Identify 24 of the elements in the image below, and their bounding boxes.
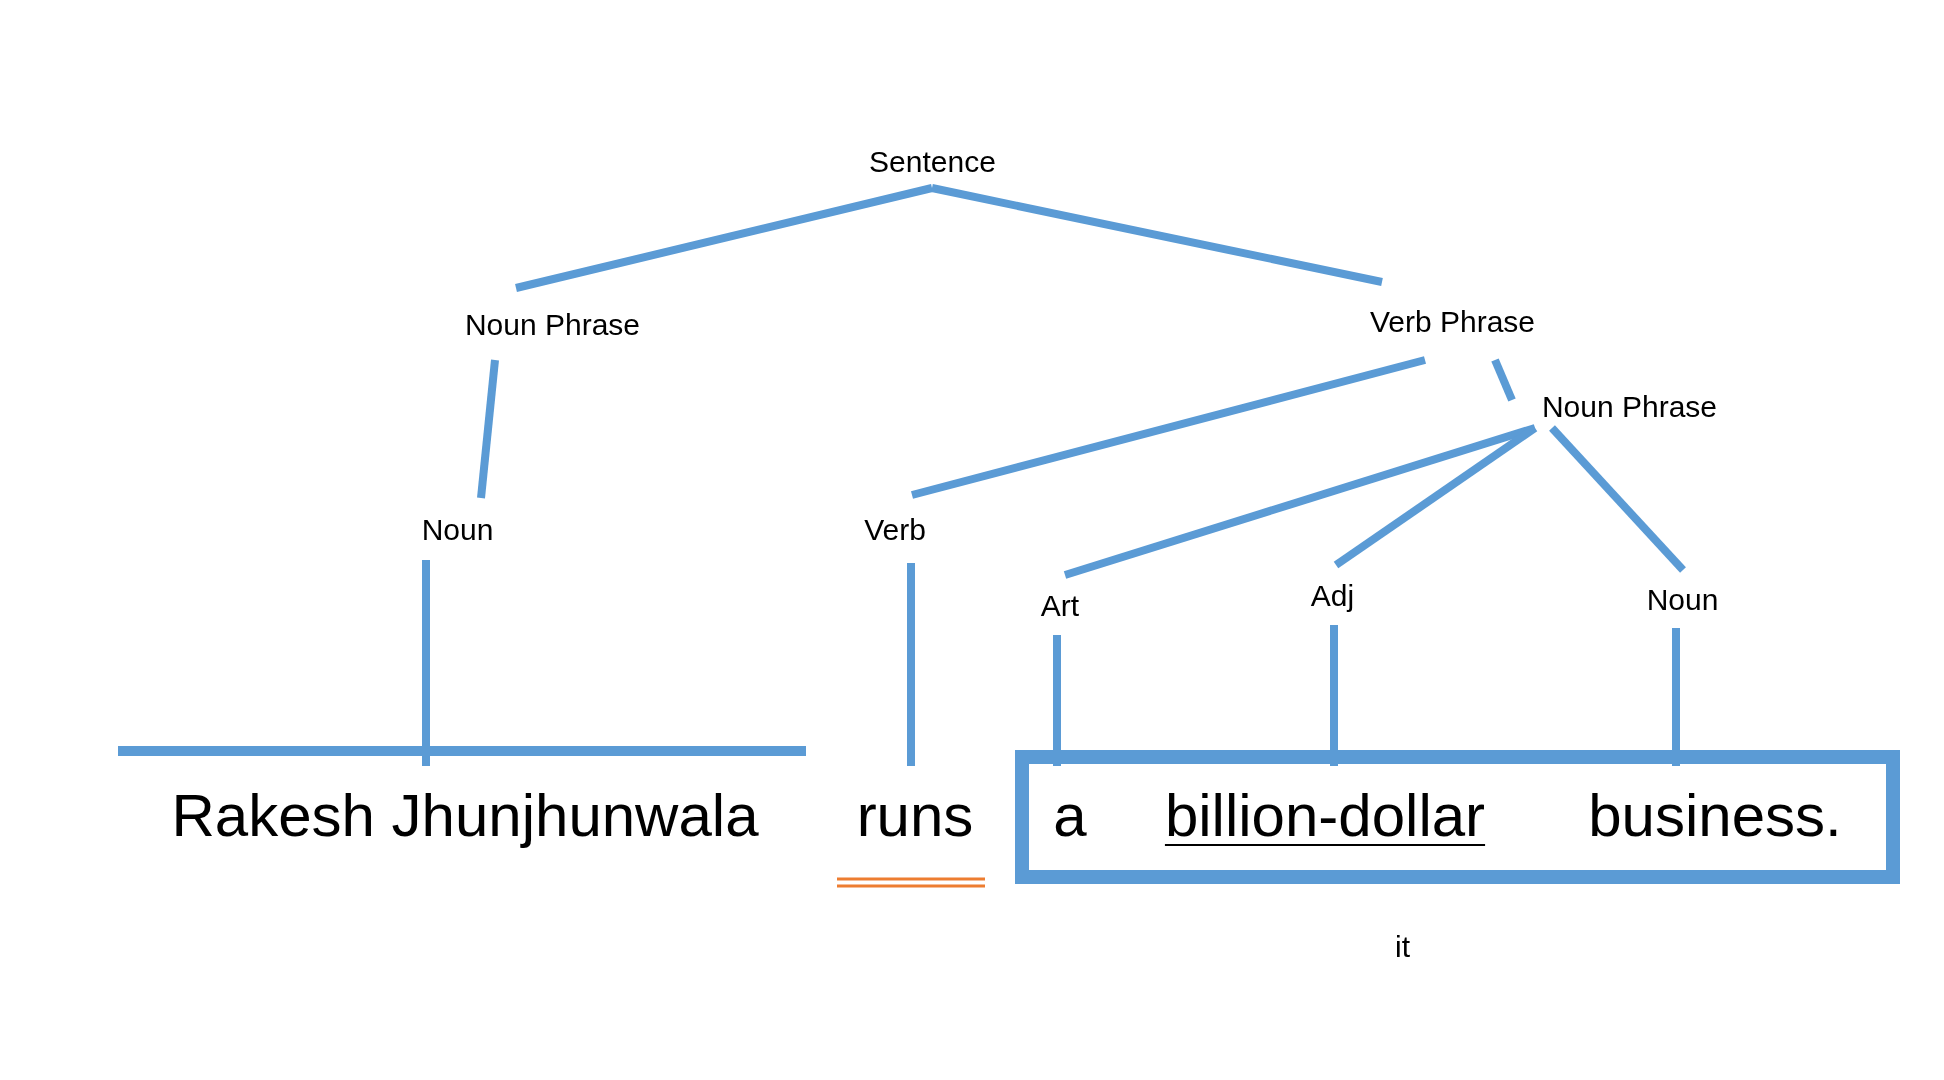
tree-branch xyxy=(515,184,933,292)
sentence-word: billion-dollar xyxy=(1105,766,1545,866)
tree-branch xyxy=(931,184,1383,286)
tree-label: Sentence xyxy=(850,135,1015,188)
highlight-frame xyxy=(1015,750,1900,884)
tree-branch xyxy=(1491,358,1516,402)
tree-label: Noun Phrase xyxy=(1512,384,1747,428)
tree-branch xyxy=(1549,425,1686,573)
tree-branch xyxy=(1063,424,1537,579)
tree-branch xyxy=(911,356,1426,499)
tree-label: Noun xyxy=(1625,570,1740,628)
annotation-text: it xyxy=(1395,929,1410,965)
sentence-word: Rakesh Jhunjhunwala xyxy=(100,766,830,866)
tree-label: Verb xyxy=(840,495,950,563)
tree-branch xyxy=(477,359,499,499)
sentence-word: business. xyxy=(1550,766,1880,866)
tree-label: Art xyxy=(1020,575,1100,635)
tree-label: Noun xyxy=(400,498,515,560)
tree-branch xyxy=(1333,424,1538,569)
tree-label: Noun Phrase xyxy=(430,288,675,360)
tree-label: Verb Phrase xyxy=(1340,282,1565,360)
sentence-word: a xyxy=(1045,766,1095,866)
tree-label: Adj xyxy=(1290,565,1375,625)
sentence-word: runs xyxy=(835,766,995,866)
